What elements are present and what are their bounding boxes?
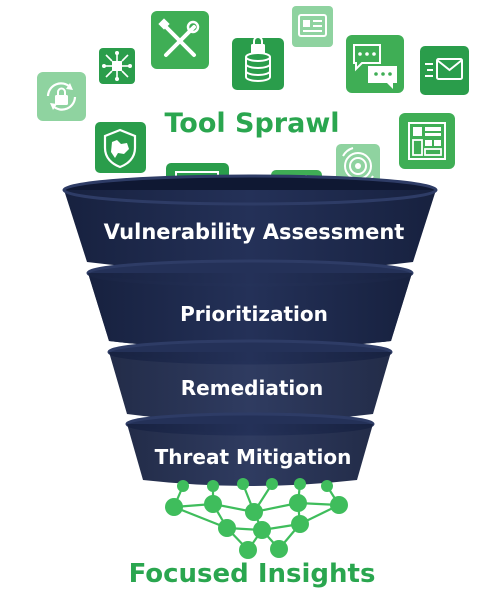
funnel-stage-1: Vulnerability Assessment xyxy=(62,174,438,272)
dashboard-grid-icon xyxy=(399,113,455,169)
funnel: Vulnerability Assessment Prioritization … xyxy=(62,174,438,486)
tools-icon xyxy=(151,11,209,69)
id-card-icon xyxy=(292,6,333,47)
stage-label-1: Vulnerability Assessment xyxy=(104,220,405,244)
focused-insights-title: Focused Insights xyxy=(129,559,376,589)
sync-lock-icon xyxy=(37,72,86,121)
shield-map-icon xyxy=(95,122,146,173)
stage-label-2: Prioritization xyxy=(180,302,328,326)
network-hub-icon xyxy=(99,48,135,84)
insight-network xyxy=(165,478,348,559)
stage-label-3: Remediation xyxy=(181,376,323,400)
funnel-stage-3: Remediation xyxy=(107,339,393,422)
tool-sprawl-title: Tool Sprawl xyxy=(164,108,339,139)
funnel-stage-2: Prioritization xyxy=(86,259,414,350)
email-fast-icon xyxy=(420,46,469,95)
funnel-stage-4: Threat Mitigation xyxy=(125,412,375,486)
chat-bubbles-icon xyxy=(346,35,404,93)
stage-label-4: Threat Mitigation xyxy=(155,445,352,469)
database-lock-icon xyxy=(232,36,284,90)
